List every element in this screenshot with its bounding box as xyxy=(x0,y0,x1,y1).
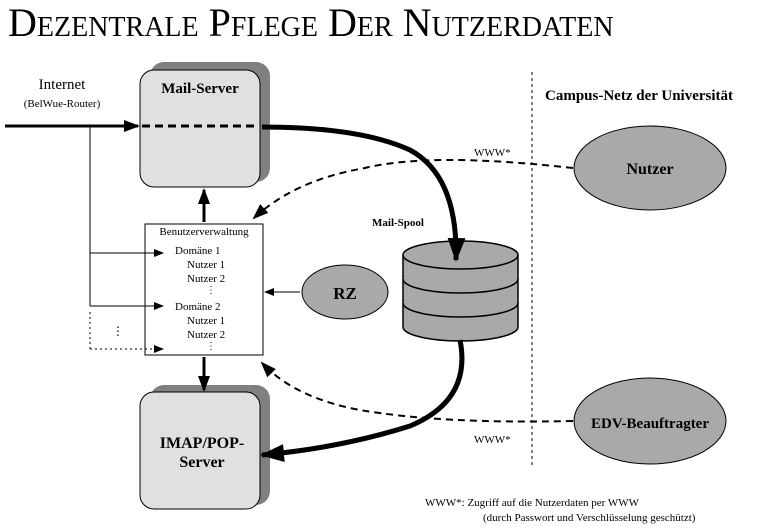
benutzerverwaltung-entry: Nutzer 2 xyxy=(187,273,225,285)
benutzerverwaltung-title: Benutzerverwaltung xyxy=(159,226,249,238)
arrow-mail-to-spool xyxy=(261,124,466,262)
benutzerverwaltung-entry: Nutzer 1 xyxy=(187,259,225,271)
spool-ring-2 xyxy=(402,302,519,318)
www-label-bottom: WWW* xyxy=(474,434,511,446)
spool-bottom xyxy=(402,326,519,342)
mail-server-label: Mail-Server xyxy=(161,81,239,97)
vertical-ellipsis: ⋮ xyxy=(112,324,124,338)
mail-spool-label: Mail-Spool xyxy=(372,217,424,229)
edv-ellipse xyxy=(573,377,727,465)
spool-ring-1 xyxy=(402,278,519,294)
title-initial: P xyxy=(199,0,231,45)
imap-server-label-line1: IMAP/POP- xyxy=(160,435,244,452)
benutzerverwaltung-entry: Nutzer 2 xyxy=(187,329,225,341)
mail-server-box[interactable]: Mail-Server xyxy=(139,62,270,188)
campus-label: Campus-Netz der Universität xyxy=(545,88,733,104)
imap-server-face xyxy=(139,391,261,510)
footnote-line2: (durch Passwort und Verschlüsselung gesc… xyxy=(483,512,696,524)
imap-server-label-line2: Server xyxy=(179,454,224,471)
spool-top xyxy=(402,240,519,270)
benutzerverwaltung-entry: ⋮ xyxy=(206,285,216,296)
title-rest: ER xyxy=(357,12,393,43)
nutzer-label: Nutzer xyxy=(626,161,673,178)
rz-label: RZ xyxy=(333,284,357,303)
internet-sublabel: (BelWue-Router) xyxy=(24,98,101,110)
www-arrow-edv xyxy=(260,361,574,423)
www-arrow-nutzer xyxy=(252,159,574,220)
imap-pop-server-box[interactable]: IMAP/POP- Server xyxy=(139,385,270,510)
edv-node[interactable]: EDV-Beauftragter xyxy=(573,377,727,465)
edv-label: EDV-Beauftragter xyxy=(591,416,709,432)
title-rest: UTZERDATEN xyxy=(432,12,614,43)
nutzer-ellipse xyxy=(573,125,727,211)
benutzerverwaltung-entry: Domäne 1 xyxy=(175,245,221,257)
nutzer-node[interactable]: Nutzer xyxy=(573,125,727,211)
title-rest: FLEGE xyxy=(231,12,318,43)
www-label-top: WWW* xyxy=(474,147,511,159)
arrow-spool-to-imap xyxy=(260,339,465,462)
benutzerverwaltung-entry: Nutzer 1 xyxy=(187,315,225,327)
benutzerverwaltung-entry: Domäne 2 xyxy=(175,301,221,313)
footnote-line1: WWW*: Zugriff auf die Nutzerdaten per WW… xyxy=(425,497,640,509)
benutzerverwaltung-box[interactable]: Benutzerverwaltung Domäne 1 Nutzer 1 Nutze… xyxy=(144,223,264,356)
rz-node[interactable]: RZ xyxy=(301,264,389,320)
mail-server-face xyxy=(139,69,261,188)
rz-ellipse xyxy=(301,264,389,320)
diagram-title: DEZENTRALE PFLEGE DER NUTZERDATEN xyxy=(8,0,614,45)
title-rest: EZENTRALE xyxy=(37,12,199,43)
title-initial: D xyxy=(8,0,37,45)
benutzerverwaltung-entry: ⋮ xyxy=(206,341,216,352)
internet-label: Internet xyxy=(39,77,86,93)
title-initial: D xyxy=(318,0,357,45)
title-initial: N xyxy=(393,0,432,45)
benutzerverwaltung-frame xyxy=(144,223,264,356)
mail-spool-cylinder[interactable] xyxy=(402,240,519,342)
